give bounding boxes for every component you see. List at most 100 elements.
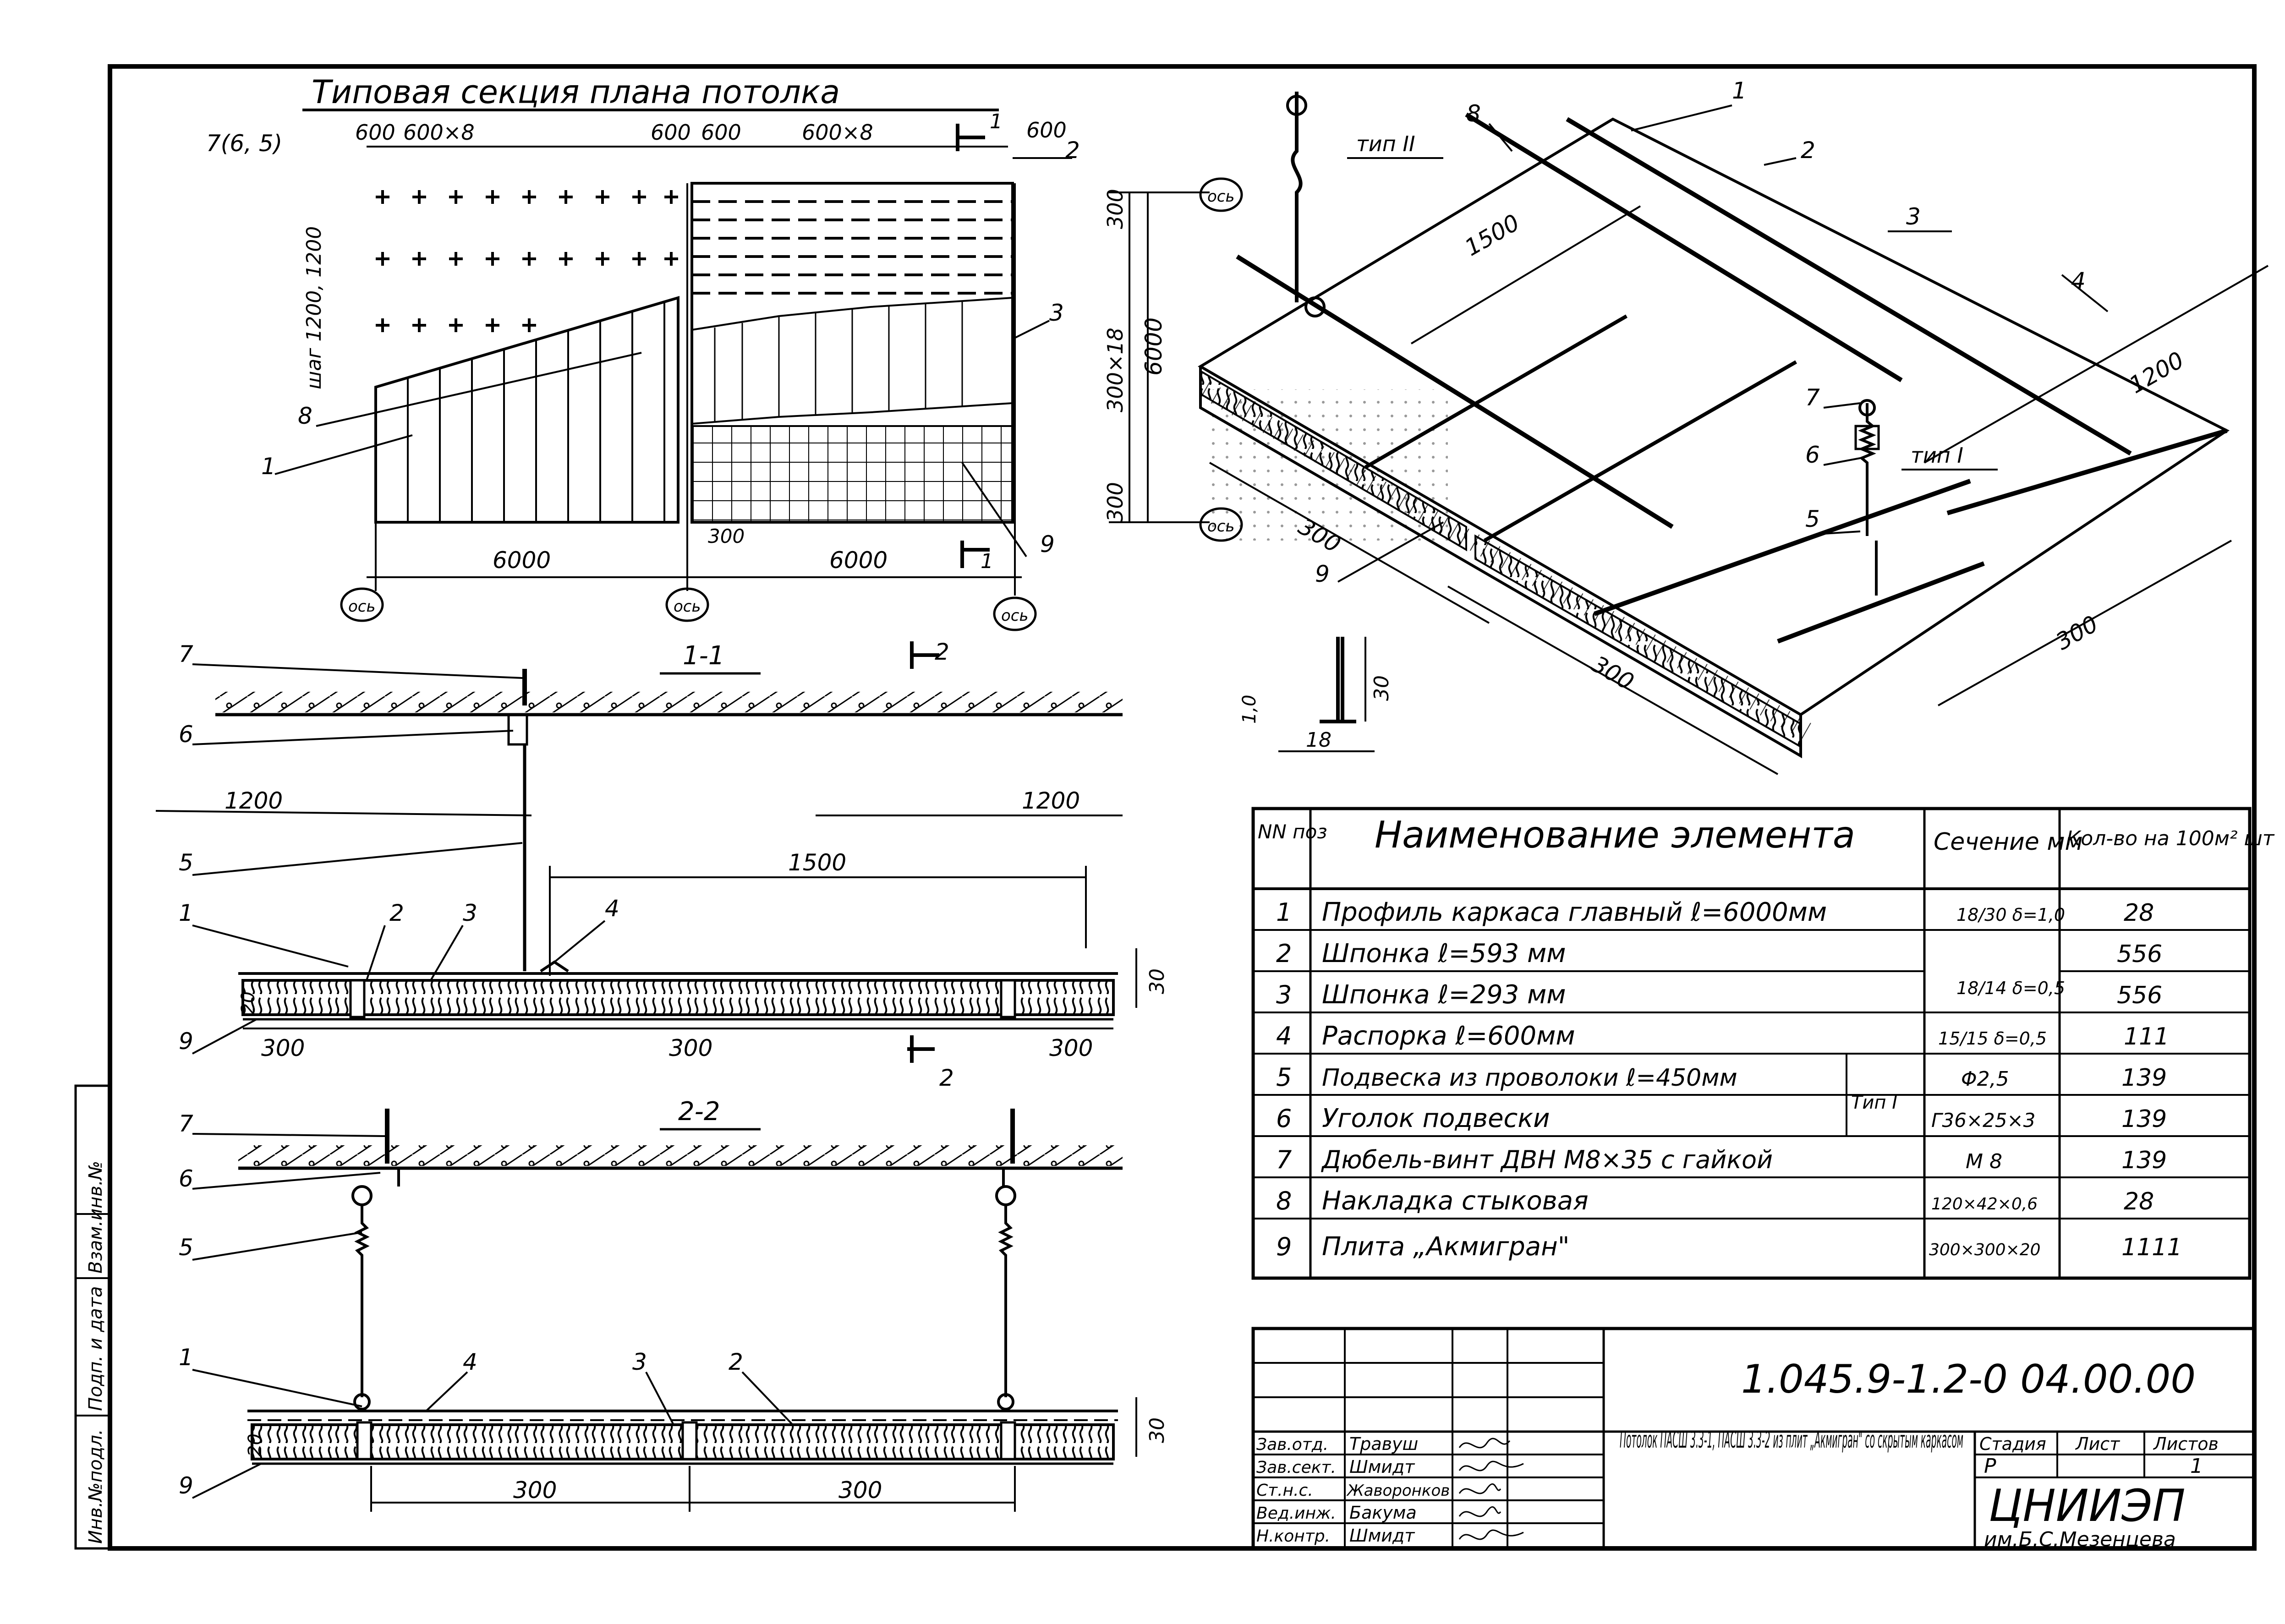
svg-text:1200: 1200 — [2125, 347, 2188, 399]
title-block: 1.045.9-1.2-0 04.00.00 Потолок ПАСШ 3.3-… — [1251, 1327, 2256, 1551]
side-stamp: Инв.№подл. Подп. и дата Взам.инв.№ — [74, 1084, 111, 1550]
spec-rows: 1 Профиль каркаса главный ℓ=6000мм 18/30… — [1276, 897, 2182, 1262]
section22-title: 2-2 — [678, 1097, 720, 1126]
svg-text:18/14 δ=0,5: 18/14 δ=0,5 — [1956, 978, 2065, 998]
svg-text:300×300×20: 300×300×20 — [1929, 1241, 2041, 1259]
svg-text:1200: 1200 — [225, 787, 283, 814]
svg-text:8: 8 — [1466, 100, 1481, 127]
plan-dim-top-1: 600 — [355, 120, 395, 145]
svg-text:20: 20 — [245, 1433, 266, 1457]
svg-text:ось: ось — [1001, 607, 1029, 625]
svg-text:Листов: Листов — [2153, 1434, 2219, 1454]
svg-text:15/15 δ=0,5: 15/15 δ=0,5 — [1938, 1028, 2047, 1049]
plan-dim-bottom-1: 6000 — [493, 547, 551, 574]
svg-text:Распорка ℓ=600мм: Распорка ℓ=600мм — [1322, 1021, 1575, 1051]
section11-title: 1-1 — [683, 641, 724, 671]
svg-text:4: 4 — [463, 1349, 477, 1375]
section-2-2: 2-2 20 30 300 300 7 6 5 — [179, 1097, 1169, 1512]
plan-dim-top-4: 600 — [701, 120, 741, 145]
svg-text:30: 30 — [1145, 968, 1169, 994]
svg-text:1: 1 — [179, 900, 193, 926]
svg-text:4: 4 — [2071, 268, 2086, 294]
section-1-1: 1-1 2 1200 1200 1500 20 30 300 300 300 2 — [155, 639, 1169, 1091]
svg-text:18/30 δ=1,0: 18/30 δ=1,0 — [1956, 905, 2065, 925]
svg-text:Зав.сект.: Зав.сект. — [1256, 1458, 1336, 1477]
svg-text:Уголок подвески: Уголок подвески — [1322, 1104, 1550, 1133]
svg-text:7: 7 — [179, 641, 193, 667]
spec-table: NN поз Наименование элемента Сечение мм … — [1251, 807, 2275, 1280]
svg-text:30: 30 — [1370, 675, 1393, 701]
svg-text:Травуш: Травуш — [1349, 1434, 1418, 1454]
spec-header-name: Наименование элемента — [1375, 814, 1855, 856]
svg-text:6: 6 — [179, 1165, 193, 1192]
svg-text:2: 2 — [729, 1349, 743, 1375]
svg-text:1111: 1111 — [2121, 1234, 2182, 1261]
plan-title: Типовая секция плана потолка — [312, 73, 840, 111]
svg-text:1: 1 — [1732, 77, 1747, 104]
svg-text:Дюбель-винт ДВН М8×35 с гайкой: Дюбель-винт ДВН М8×35 с гайкой — [1321, 1145, 1773, 1174]
svg-text:300: 300 — [838, 1477, 882, 1504]
svg-text:Инв.№подл.: Инв.№подл. — [85, 1429, 106, 1544]
svg-text:5: 5 — [1276, 1063, 1292, 1092]
svg-text:300: 300 — [669, 1035, 712, 1061]
svg-text:9: 9 — [179, 1028, 193, 1055]
doc-title: Потолок ПАСШ 3.3-1, ПАСШ 3.3-2 из плит „… — [1620, 1427, 1963, 1453]
plan-dim-right-3: 300×18 — [1103, 328, 1128, 412]
doc-code: 1.045.9-1.2-0 04.00.00 — [1741, 1356, 2196, 1402]
svg-text:ось: ось — [674, 597, 701, 616]
svg-text:2: 2 — [1801, 137, 1815, 164]
plan-dim-right-4: 300 — [1103, 482, 1128, 522]
plan-callout-3: 3 — [1049, 300, 1064, 326]
plan-dim-right-1: 300 — [1103, 189, 1128, 229]
svg-text:Шмидт: Шмидт — [1349, 1457, 1415, 1477]
signatures — [1458, 1438, 1524, 1540]
plan-callout-9: 9 — [1040, 531, 1055, 558]
svg-text:556: 556 — [2117, 940, 2162, 968]
svg-text:Подвеска из проволоки ℓ=450мм: Подвеска из проволоки ℓ=450мм — [1322, 1064, 1737, 1092]
svg-text:NN поз: NN поз — [1258, 820, 1327, 843]
svg-text:139: 139 — [2121, 1147, 2167, 1174]
plan-dim-top-2: 600×8 — [403, 120, 475, 145]
svg-text:30: 30 — [1145, 1417, 1169, 1443]
svg-text:1500: 1500 — [788, 849, 846, 876]
svg-text:Г36×25×3: Г36×25×3 — [1931, 1109, 2035, 1132]
plan-dim-bottom-2: 6000 — [829, 547, 888, 574]
svg-text:5: 5 — [179, 849, 193, 876]
svg-text:5: 5 — [179, 1234, 193, 1261]
svg-text:Накладка стыковая: Накладка стыковая — [1322, 1186, 1589, 1216]
plan-dim-bottom-3: 300 — [708, 525, 745, 547]
svg-text:1200: 1200 — [1022, 787, 1080, 814]
svg-text:5: 5 — [1805, 506, 1820, 532]
svg-text:Бакума: Бакума — [1349, 1503, 1417, 1523]
svg-text:6: 6 — [1276, 1104, 1292, 1133]
svg-text:Лист: Лист — [2075, 1434, 2121, 1454]
svg-text:9: 9 — [1276, 1232, 1292, 1261]
svg-text:Стадия: Стадия — [1979, 1434, 2046, 1454]
svg-text:7: 7 — [179, 1110, 193, 1137]
svg-text:ось: ось — [1207, 187, 1235, 206]
svg-text:1: 1 — [2190, 1454, 2203, 1478]
iso-type2: тип II — [1356, 131, 1415, 156]
svg-text:120×42×0,6: 120×42×0,6 — [1931, 1195, 2038, 1214]
svg-text:18: 18 — [1306, 728, 1332, 752]
svg-text:ось: ось — [348, 597, 376, 616]
svg-text:3: 3 — [463, 900, 477, 926]
svg-text:1,0: 1,0 — [1239, 694, 1260, 724]
svg-text:9: 9 — [179, 1472, 193, 1499]
svg-text:Жаворонков: Жаворонков — [1346, 1482, 1450, 1500]
plan-dim-top-6: 600 — [1026, 118, 1067, 142]
svg-text:им.Б.С.Мезенцева: им.Б.С.Мезенцева — [1984, 1528, 2176, 1551]
plan-left-label: 7(6, 5) — [206, 130, 282, 157]
plan-view: Типовая секция плана потолка 600 600×8 6… — [206, 73, 1243, 631]
svg-text:6: 6 — [1805, 442, 1820, 468]
plan-callout-2: 2 — [1065, 137, 1080, 164]
svg-text:Сечение мм: Сечение мм — [1934, 828, 2083, 856]
svg-text:111: 111 — [2124, 1023, 2169, 1050]
svg-text:3: 3 — [1906, 203, 1921, 230]
svg-text:1500: 1500 — [1460, 209, 1524, 262]
svg-text:7: 7 — [1276, 1145, 1292, 1174]
svg-text:2: 2 — [935, 639, 949, 665]
svg-text:Профиль каркаса главный ℓ=6000: Профиль каркаса главный ℓ=6000мм — [1322, 897, 1827, 927]
svg-text:Φ2,5: Φ2,5 — [1961, 1067, 2009, 1091]
